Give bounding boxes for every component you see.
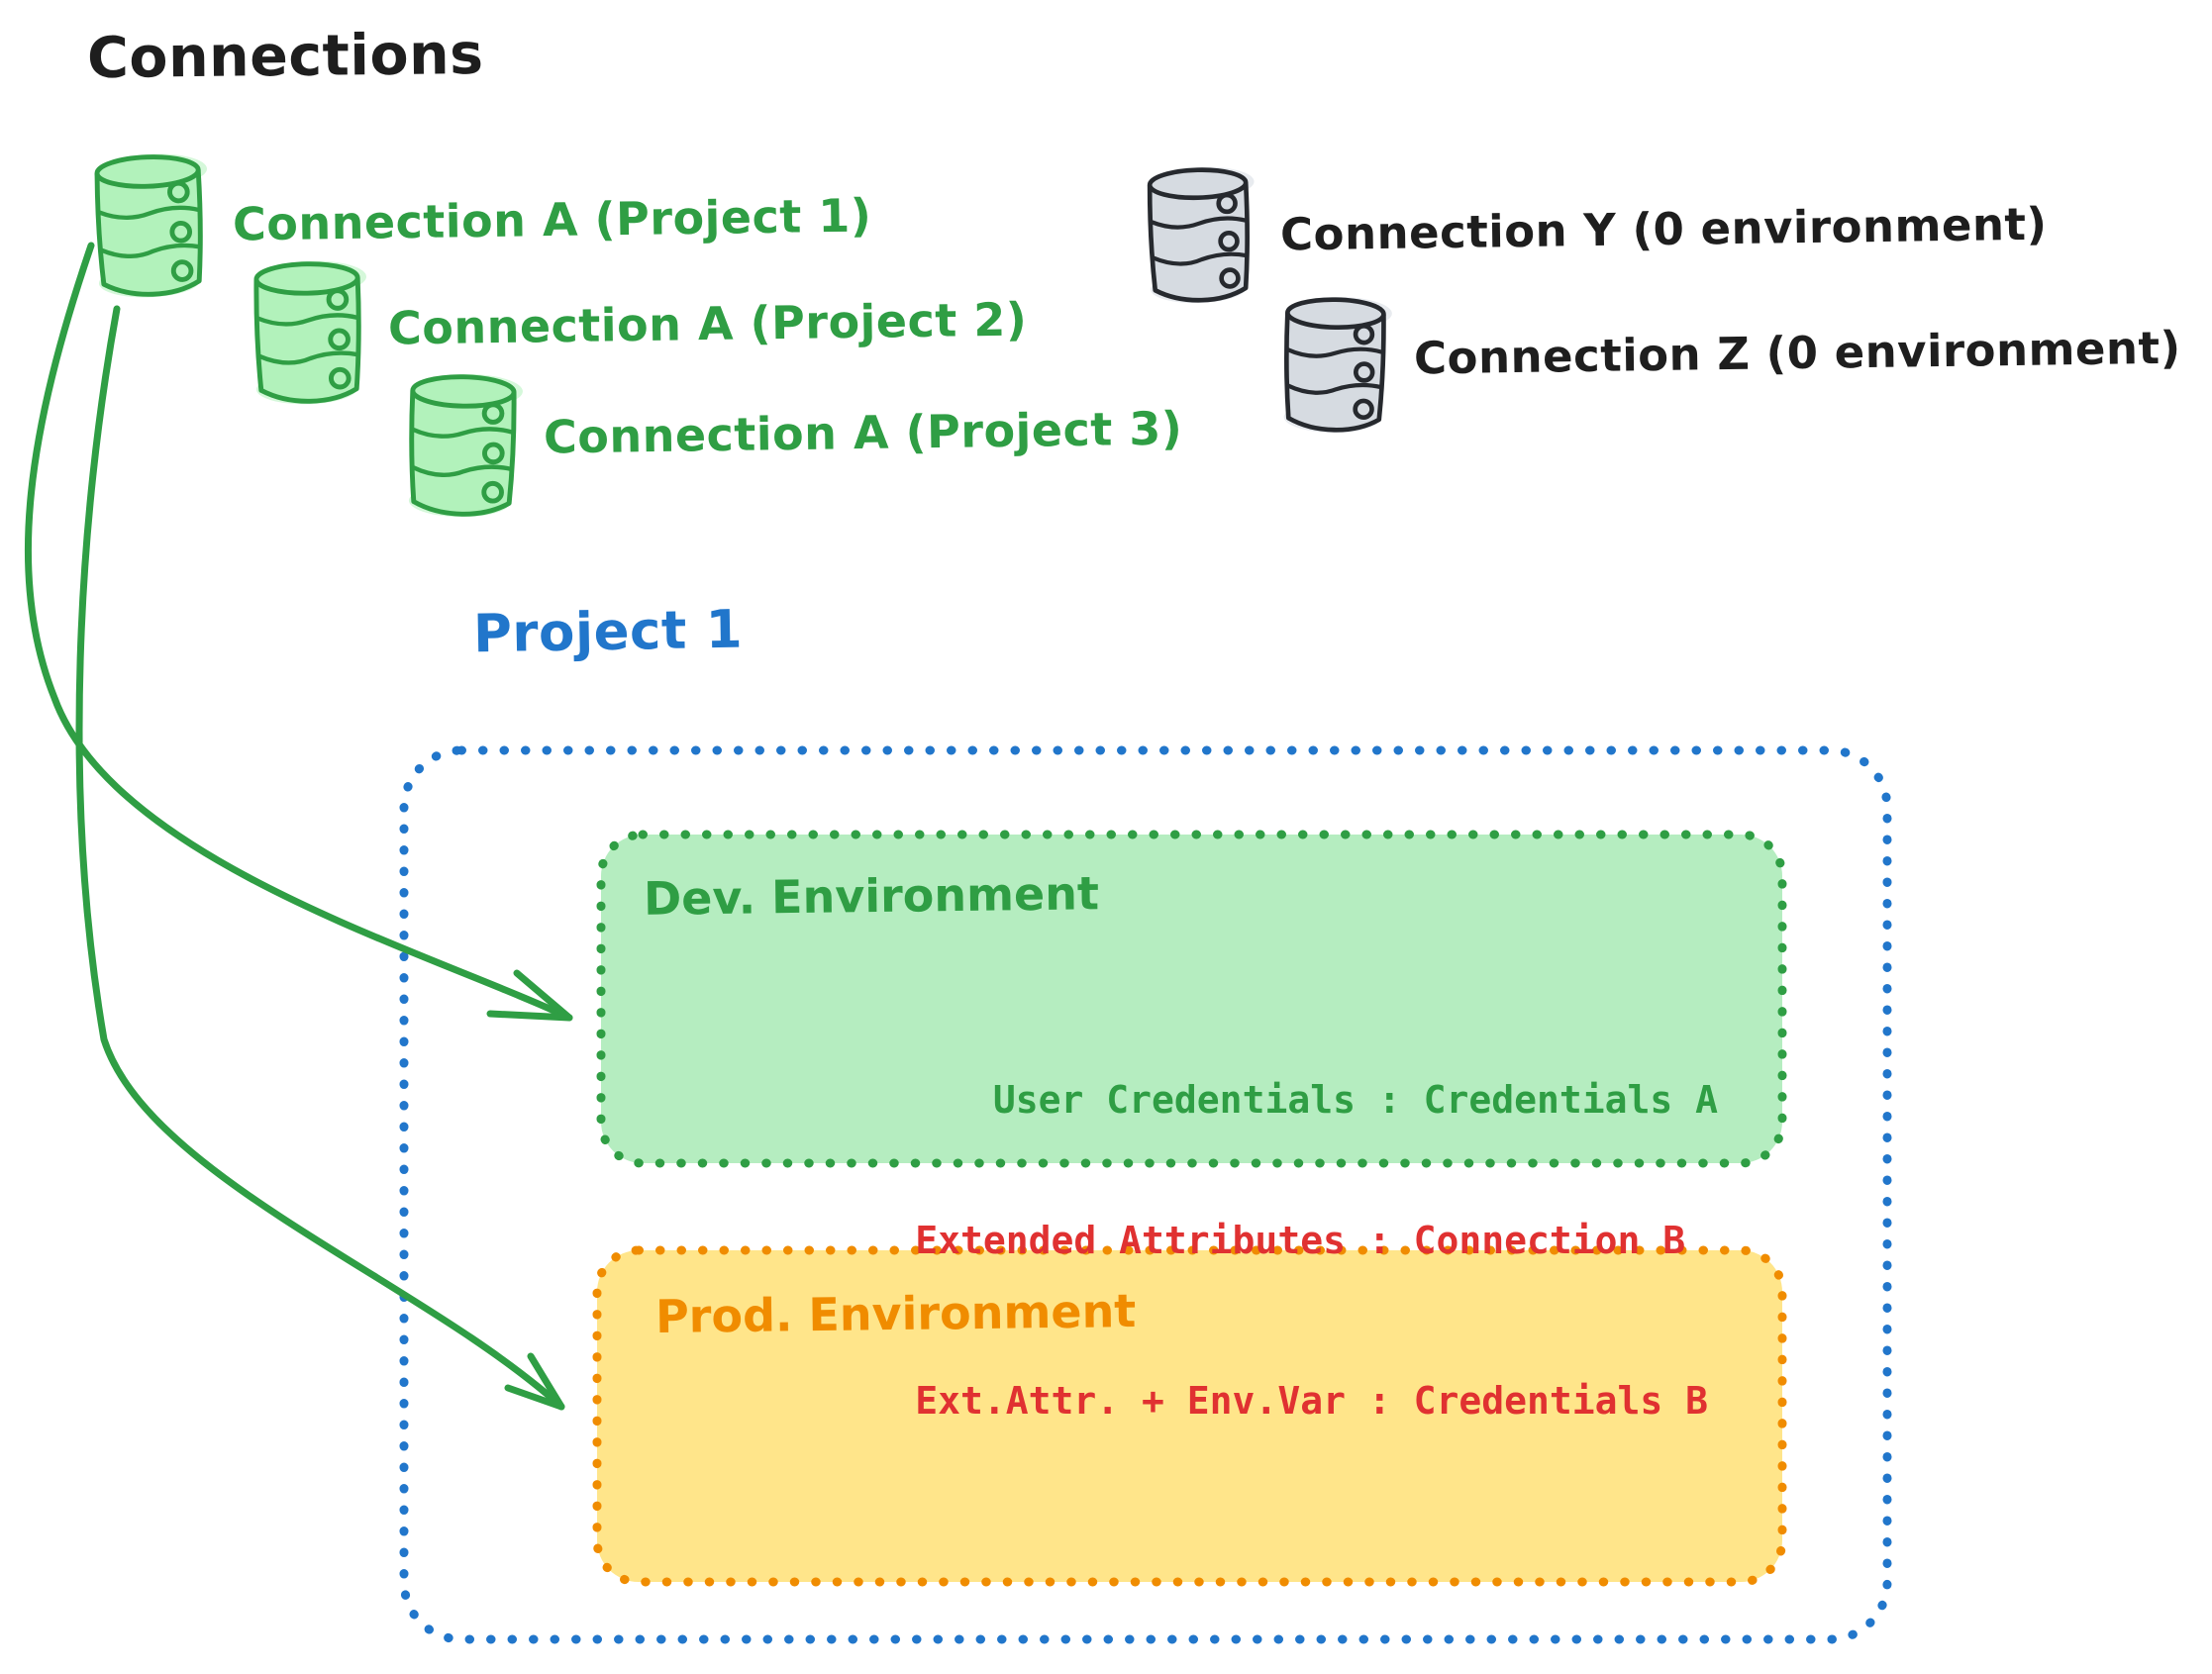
dev-credentials-mapping: User Credentials : Credentials A [992,1078,1718,1122]
connection-a-project2-label: Connection A (Project 2) [387,292,1028,355]
project1-title: Project 1 [472,599,744,665]
database-icon-connection-a-project1 [91,148,208,302]
database-icon-connection-a-project3 [404,368,523,522]
prod-environment-box: Prod. Environment Extended Attributes : … [592,1219,1787,1587]
dev-environment-box: Dev. Environment User Credentials : Cred… [596,830,1787,1168]
prod-mappings: Extended Attributes : Connection B Ext.A… [915,1108,1708,1535]
dev-environment-title: Dev. Environment [643,866,1100,926]
connection-a-project1-label: Connection A (Project 1) [232,188,872,251]
database-icon-connection-z [1279,290,1392,439]
prod-mapping-line1: Extended Attributes : Connection B [915,1219,1686,1263]
database-icon-connection-y [1144,160,1255,309]
dev-environment-border [596,830,1787,1168]
connection-a-project3-label: Connection A (Project 3) [543,401,1183,464]
prod-environment-border [592,1245,1787,1587]
connection-y-label: Connection Y (0 environment) [1279,197,2048,261]
prod-mapping-line2: Ext.Attr. + Env.Var : Credentials B [915,1379,1708,1424]
diagram-title: Connections [86,21,484,92]
database-icon-connection-a-project2 [250,255,367,409]
connection-z-label: Connection Z (0 environment) [1413,321,2181,385]
